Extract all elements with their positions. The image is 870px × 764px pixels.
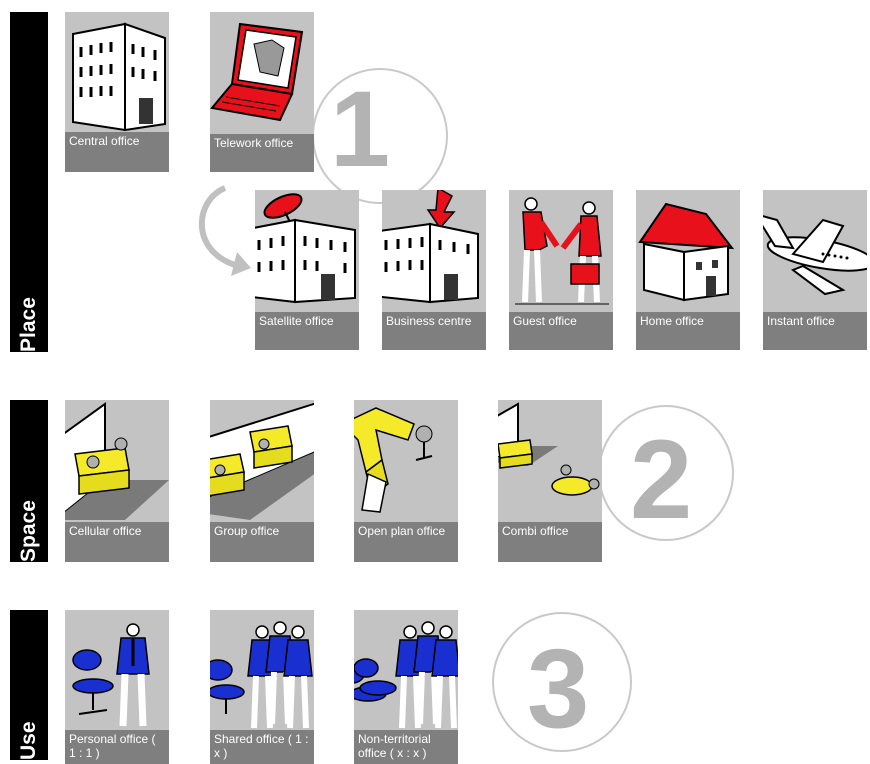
group-office-tile: Group office: [210, 400, 314, 562]
number-two: 2: [630, 415, 692, 544]
instant-office-caption: Instant office: [763, 312, 867, 350]
house-icon: [636, 190, 740, 312]
group-room-icon: [210, 400, 314, 522]
curved-arrow-icon: [185, 180, 255, 280]
home-office-tile: Home office: [636, 190, 740, 350]
shared-office-tile: Shared office ( 1 : x ): [210, 610, 314, 764]
home-office-caption: Home office: [636, 312, 740, 350]
telework-office-tile: Telework office: [210, 12, 314, 172]
people-chair-icon: [210, 610, 314, 734]
space-section-label: Space: [10, 400, 48, 562]
telework-office-caption: Telework office: [210, 134, 314, 172]
shared-office-caption: Shared office ( 1 : x ): [210, 730, 314, 764]
people-chairs-icon: [354, 610, 458, 734]
group-office-caption: Group office: [210, 522, 314, 562]
combi-office-caption: Combi office: [498, 522, 602, 562]
handshake-icon: [509, 190, 613, 312]
business-centre-caption: Business centre: [382, 312, 486, 350]
non-territorial-office-caption: Non-territorial office ( x : x ): [354, 730, 458, 764]
combi-room-icon: [498, 400, 602, 522]
place-section-label: Place: [10, 12, 48, 352]
cellular-office-caption: Cellular office: [65, 522, 169, 562]
airplane-icon: [763, 190, 867, 312]
satellite-building-icon: [255, 190, 359, 312]
guest-office-caption: Guest office: [509, 312, 613, 350]
personal-office-caption: Personal office ( 1 : 1 ): [65, 730, 169, 764]
central-office-tile: Central office: [65, 12, 169, 172]
business-building-icon: [382, 190, 486, 312]
use-section-label: Use: [10, 610, 48, 760]
laptop-icon: [210, 12, 314, 137]
satellite-office-tile: Satellite office: [255, 190, 359, 350]
satellite-office-caption: Satellite office: [255, 312, 359, 350]
central-office-caption: Central office: [65, 132, 169, 172]
cellular-office-tile: Cellular office: [65, 400, 169, 562]
number-one: 1: [330, 66, 390, 191]
open-plan-office-tile: Open plan office: [354, 400, 458, 562]
non-territorial-office-tile: Non-territorial office ( x : x ): [354, 610, 458, 764]
person-chair-icon: [65, 610, 169, 734]
instant-office-tile: Instant office: [763, 190, 867, 350]
business-centre-tile: Business centre: [382, 190, 486, 350]
open-plan-office-caption: Open plan office: [354, 522, 458, 562]
open-plan-desk-icon: [354, 400, 458, 522]
number-three: 3: [527, 624, 589, 753]
cellular-room-icon: [65, 400, 169, 522]
guest-office-tile: Guest office: [509, 190, 613, 350]
combi-office-tile: Combi office: [498, 400, 602, 562]
office-building-icon: [65, 12, 169, 152]
personal-office-tile: Personal office ( 1 : 1 ): [65, 610, 169, 764]
